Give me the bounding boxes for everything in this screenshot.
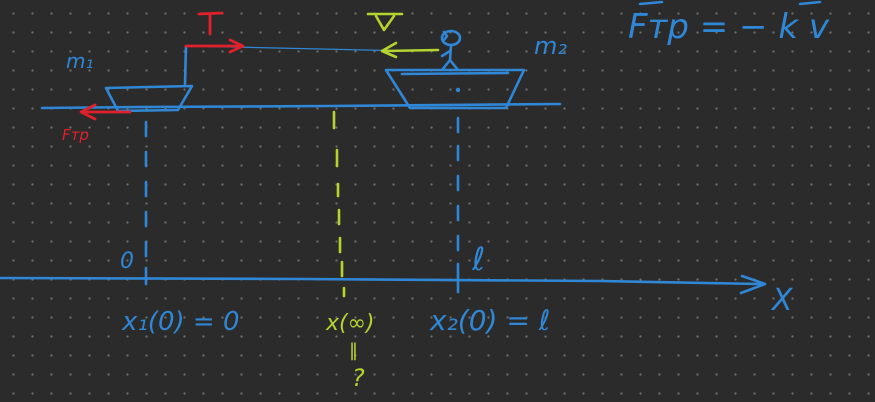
x-axis-line — [0, 276, 762, 286]
friction-label: Fтр — [62, 126, 89, 144]
mass-1-label: m₁ — [66, 49, 94, 73]
ell-label: ℓ — [471, 240, 485, 278]
x-axis-label: X — [770, 283, 794, 318]
tension-arrow-red — [184, 38, 245, 54]
tension-label-red-glyph — [197, 11, 224, 36]
x-infinity-label: x(∞) — [325, 311, 375, 336]
origin-label: 0 — [120, 249, 134, 274]
boat-1-mast — [183, 44, 188, 86]
question-label: ? — [352, 364, 365, 392]
friction-formula: Fтр = − k v — [628, 7, 830, 47]
boat-2 — [384, 68, 526, 110]
equals-vertical-label: ‖ — [349, 340, 358, 361]
boat-2-deck — [400, 71, 510, 76]
tension-arrow-green — [380, 41, 440, 59]
equilibrium-dashes — [332, 110, 346, 298]
x1-initial-label: x₁(0) = 0 — [121, 307, 240, 337]
formula-overline — [638, 0, 822, 6]
person-icon — [440, 29, 462, 72]
friction-arrow — [79, 103, 132, 121]
x-axis-arrowhead — [739, 274, 767, 295]
mass-2-label: m₂ — [534, 32, 567, 60]
boat-2-center-dot — [455, 87, 461, 93]
boat-1 — [104, 84, 194, 113]
tension-label-green-glyph — [366, 12, 404, 32]
x2-initial-label: x₂(0) = ℓ — [429, 304, 550, 337]
